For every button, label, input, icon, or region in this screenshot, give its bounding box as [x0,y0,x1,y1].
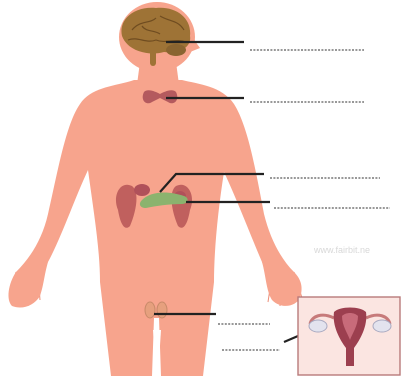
ovary-left-icon [309,320,327,332]
ovary-right-icon [373,320,391,332]
body-torso-arms [16,80,294,282]
watermark: www.fairbit.ne [313,245,370,255]
left-hand-shape [9,262,48,308]
leg-gap [153,330,161,376]
uterus-inset [298,297,400,375]
